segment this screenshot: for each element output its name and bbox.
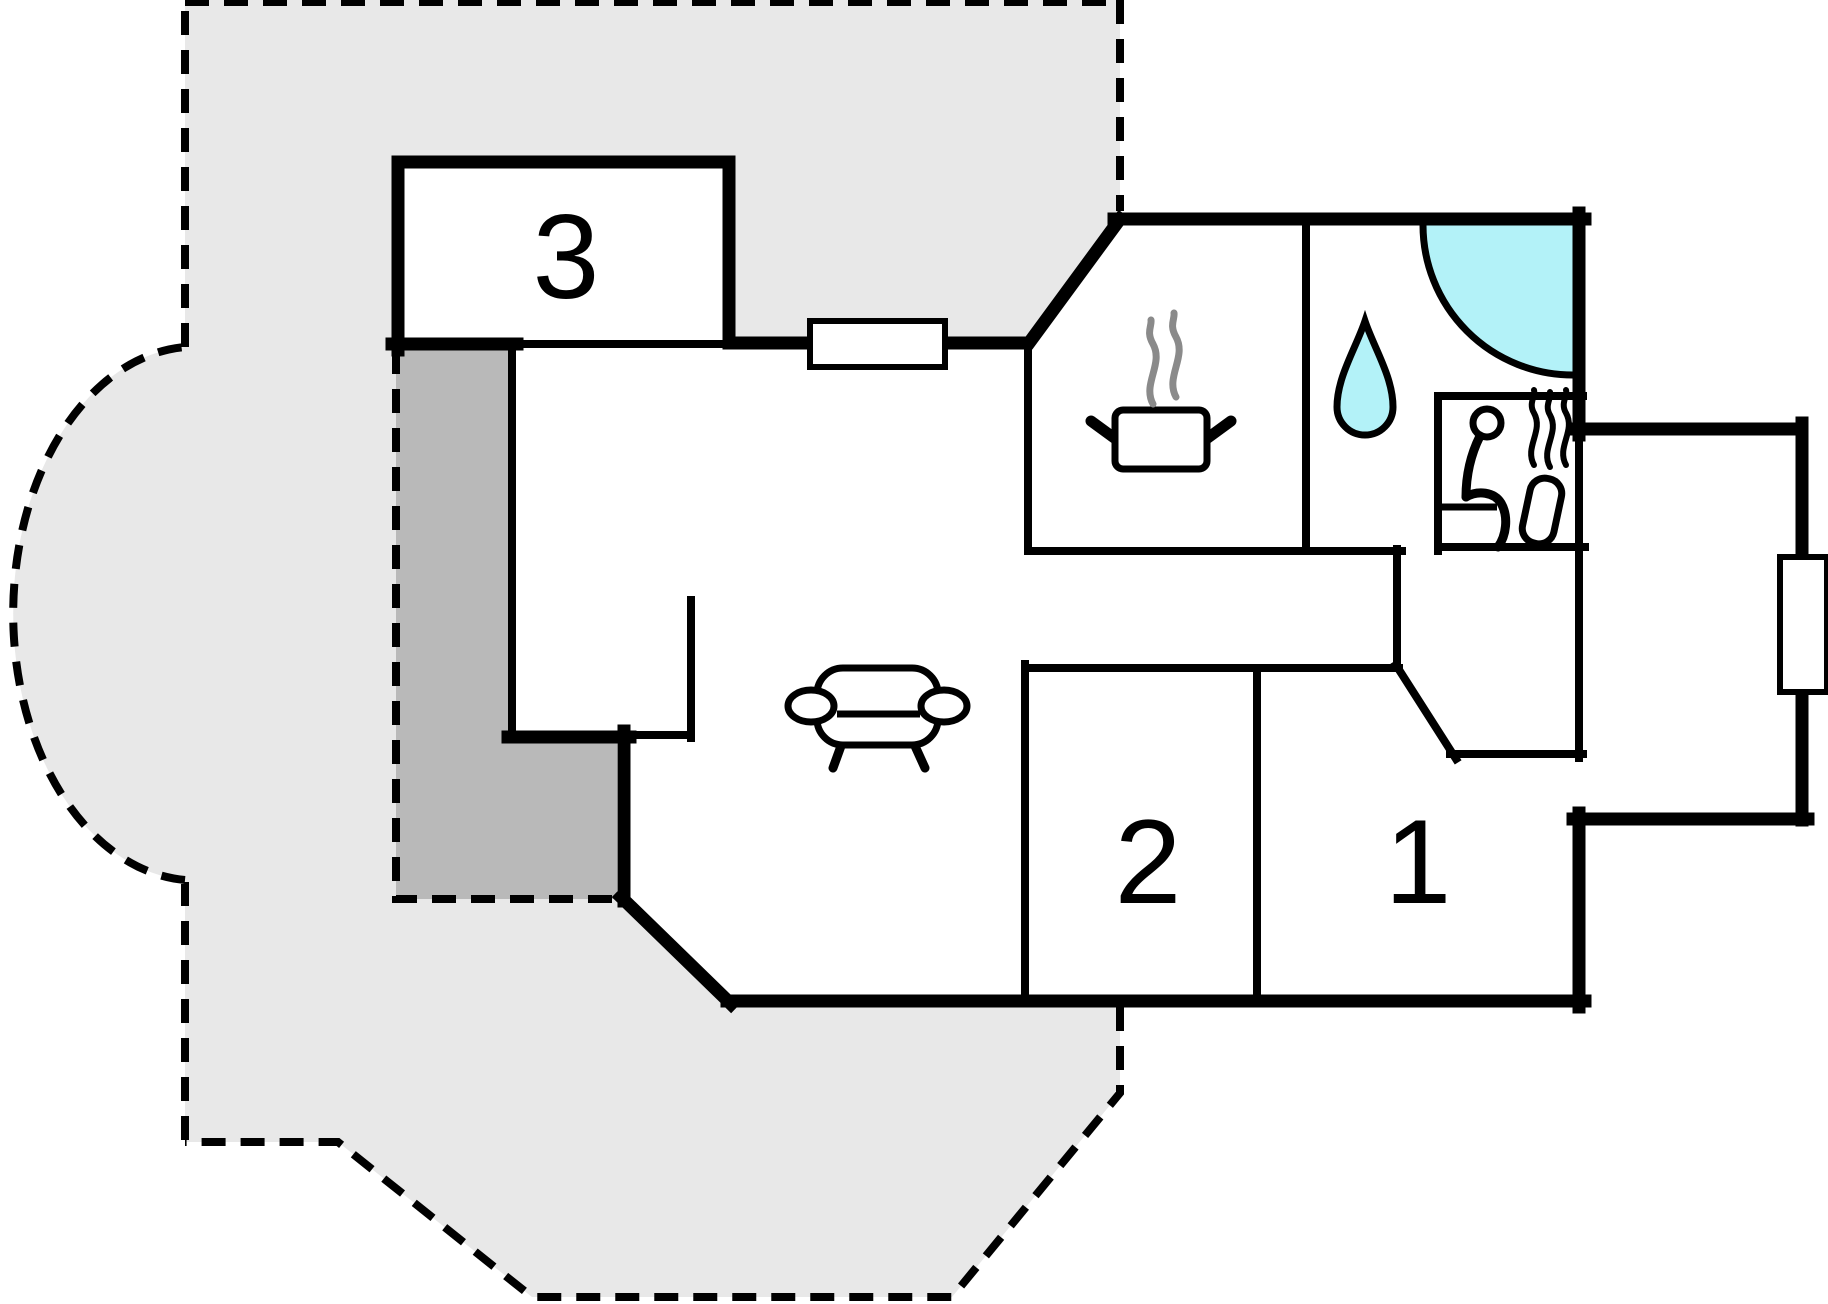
- room-1-label: 1: [1385, 795, 1452, 929]
- room-2-label: 2: [1115, 795, 1182, 929]
- window-north-icon: [807, 318, 948, 370]
- sofa-icon: [784, 664, 971, 773]
- interior-walls: [508, 213, 1589, 1005]
- water-drop-icon: [1333, 309, 1397, 439]
- corner-shower-icon: [1419, 224, 1574, 379]
- house-interior: [392, 157, 1808, 1007]
- sauna-heat-waves-icon: [1528, 387, 1572, 470]
- terrace-dashed-border: [9, 0, 1124, 1301]
- sauna-icon: [1438, 387, 1572, 552]
- steam-icon: [1146, 309, 1183, 408]
- shaded-wall-strip: [396, 350, 617, 899]
- room-3-label: 3: [533, 190, 600, 324]
- cooking-pot-icon: [1085, 309, 1237, 473]
- window-east-icon: [1777, 554, 1828, 695]
